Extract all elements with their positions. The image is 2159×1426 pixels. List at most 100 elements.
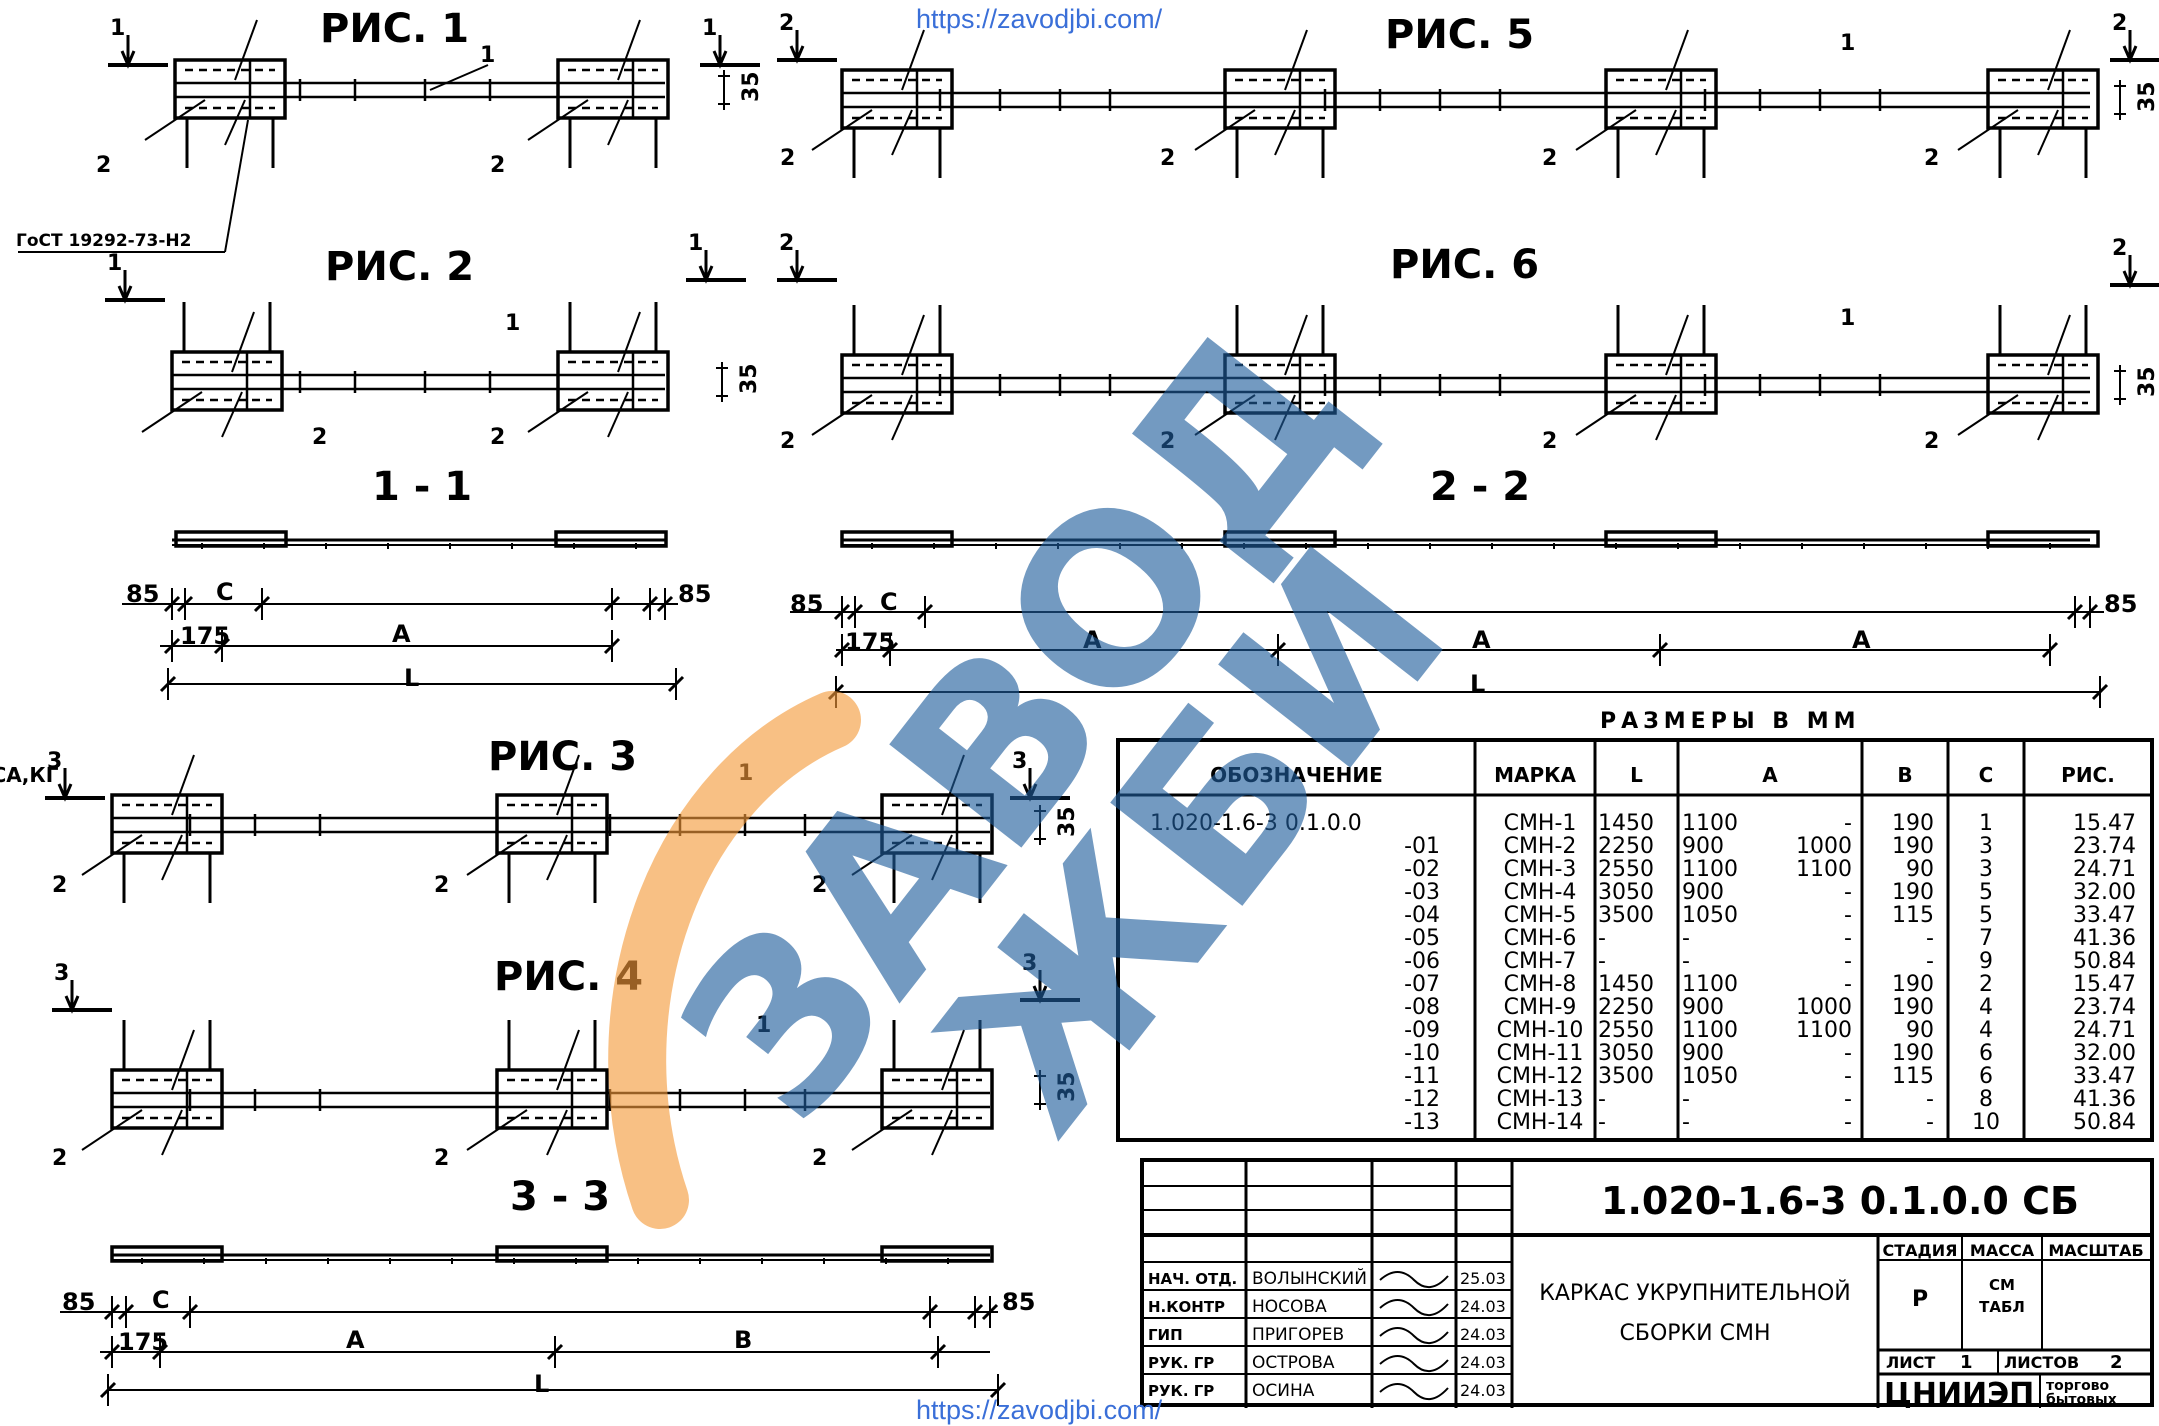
- stamp-sheets-label: ЛИСТОВ: [2004, 1353, 2079, 1372]
- table-cell: -13: [1404, 1110, 1440, 1135]
- table-cell: -02: [1404, 857, 1440, 882]
- ris5-leader-1: [1284, 29, 1308, 91]
- dim-175-s22: 175: [845, 628, 895, 656]
- table-cell: 190: [1892, 834, 1934, 859]
- table-cell: -: [1598, 926, 1606, 951]
- ris6-leader-2b: [1655, 394, 1677, 441]
- table-cell: 2: [1979, 972, 1993, 997]
- stamp-mass-1: СМ: [1989, 1276, 2015, 1294]
- ris3-leader-2: [466, 834, 528, 876]
- ris4-leader-2b: [931, 1109, 953, 1156]
- stamp-sheet-label: ЛИСТ: [1886, 1353, 1935, 1372]
- ris2-leader-2b: [607, 391, 629, 438]
- sec11-dim-row1-tick: [656, 595, 674, 613]
- dim-85-left-s33: 85: [62, 1288, 95, 1316]
- sec22-dim-row1-tick: [2081, 603, 2099, 621]
- ris3-dim35-text: 35: [1055, 806, 1080, 837]
- table-cell: 900: [1682, 834, 1724, 859]
- stamp-person-role: НАЧ. ОТД.: [1148, 1270, 1237, 1288]
- dim-85-right-s11: 85: [678, 580, 711, 608]
- stamp-border: [1140, 1158, 2154, 1407]
- cut-5-left-arrow: [789, 45, 805, 64]
- ris4-callout-1: 1: [756, 1013, 771, 1038]
- ris2-leader-2: [527, 391, 589, 433]
- ris4-leader-1: [941, 1029, 965, 1091]
- sec22-dim-row3-tick: [2091, 683, 2109, 701]
- cut-4-right-arrow: [1032, 985, 1048, 1004]
- stamp-sheet-num: 1: [1960, 1352, 1973, 1373]
- table-cell: 32.00: [2073, 880, 2136, 905]
- frame-drawings: [18, 19, 2159, 1406]
- stamp-person-role: ГИП: [1148, 1326, 1183, 1344]
- ris3-leader-2b: [161, 834, 183, 881]
- sec11-dim-row1-tick: [176, 595, 194, 613]
- ris6-embed-box: [1986, 353, 2100, 415]
- table-cell: 7: [1979, 926, 1993, 951]
- watermark-url-top[interactable]: https://zavodjbi.com/: [916, 4, 1163, 34]
- sec22-plate: [1986, 530, 2100, 548]
- sec11-dim-row2-tick: [603, 637, 621, 655]
- table-cell: 2550: [1598, 857, 1654, 882]
- ris6-dim35-text: 35: [2135, 366, 2159, 397]
- table-cell: 15.47: [2073, 972, 2136, 997]
- watermark-url-bottom[interactable]: https://zavodjbi.com/: [916, 1395, 1163, 1425]
- table-cell: 33.47: [2073, 1064, 2136, 1089]
- dim-a-s11: A: [392, 620, 411, 648]
- sec22-dim-row2-tick: [881, 641, 899, 659]
- ris6-leader-2: [811, 394, 873, 436]
- ris5-embed-box: [840, 68, 954, 130]
- sec22-dim-row1-tick: [846, 603, 864, 621]
- table-cell: -: [1844, 972, 1852, 997]
- table-cell: 90: [1906, 1018, 1934, 1043]
- stamp-signature: [1379, 1271, 1449, 1288]
- ris4-callout-2c: 2: [812, 1146, 827, 1171]
- sec33-dim-row2-tick: [151, 1343, 169, 1361]
- table-cell: 1100: [1796, 857, 1852, 882]
- ris6-leader-2b: [1274, 394, 1296, 441]
- ris5-leader-2: [811, 109, 873, 151]
- ris5-callout-2c: 2: [1542, 146, 1557, 171]
- sec11-plate: [554, 530, 668, 548]
- stamp-person-name: ОСТРОВА: [1252, 1353, 1335, 1373]
- sec33-dim-row2-tick: [546, 1343, 564, 1361]
- ris3-embed-box: [110, 793, 224, 855]
- cut-6-left-number: 2: [779, 231, 794, 256]
- cut-5-left-number: 2: [779, 11, 794, 36]
- table-cell: -: [1598, 1087, 1606, 1112]
- sec33-plate: [880, 1245, 994, 1263]
- ris4-leader-2: [81, 1109, 143, 1151]
- fig-title-ris2: РИС. 2: [325, 244, 474, 290]
- sec33-dim-row1-tick: [921, 1303, 939, 1321]
- table-cell: 41.36: [2073, 1087, 2136, 1112]
- sec33-dim-row1-tick: [117, 1303, 135, 1321]
- table-cell: 2550: [1598, 1018, 1654, 1043]
- table-cell: 115: [1892, 1064, 1934, 1089]
- table-cell: 24.71: [2073, 1018, 2136, 1043]
- dim-l-s11: L: [404, 664, 419, 692]
- table-cell: 5: [1979, 880, 1993, 905]
- ris6-leader-2b: [2037, 394, 2059, 441]
- ris5-embed-box: [1604, 68, 1718, 130]
- dim-c-s11: C: [216, 578, 234, 606]
- ris6-embed-box: [1223, 353, 1337, 415]
- ris5-callout-2a: 2: [780, 146, 795, 171]
- ris3-embed-box: [495, 793, 609, 855]
- stamp-signature: [1379, 1299, 1449, 1316]
- table-cell: -: [1844, 1087, 1852, 1112]
- ris4-leader-2b: [161, 1109, 183, 1156]
- table-cell: -06: [1404, 949, 1440, 974]
- table-cell: -: [1682, 949, 1690, 974]
- ris2-leader-2: [141, 391, 203, 433]
- dim-c-s22: C: [880, 588, 898, 616]
- table-cell: -07: [1404, 972, 1440, 997]
- table-cell: 50.84: [2073, 1110, 2136, 1135]
- sec33-plate: [495, 1245, 609, 1263]
- sec11-dim-row3-tick: [667, 675, 685, 693]
- sec33-dim-row3-tick: [989, 1381, 1007, 1399]
- dim-a2-s22: A: [1472, 626, 1491, 654]
- table-cell: -11: [1404, 1064, 1440, 1089]
- sec11-dim-row1-tick: [163, 595, 181, 613]
